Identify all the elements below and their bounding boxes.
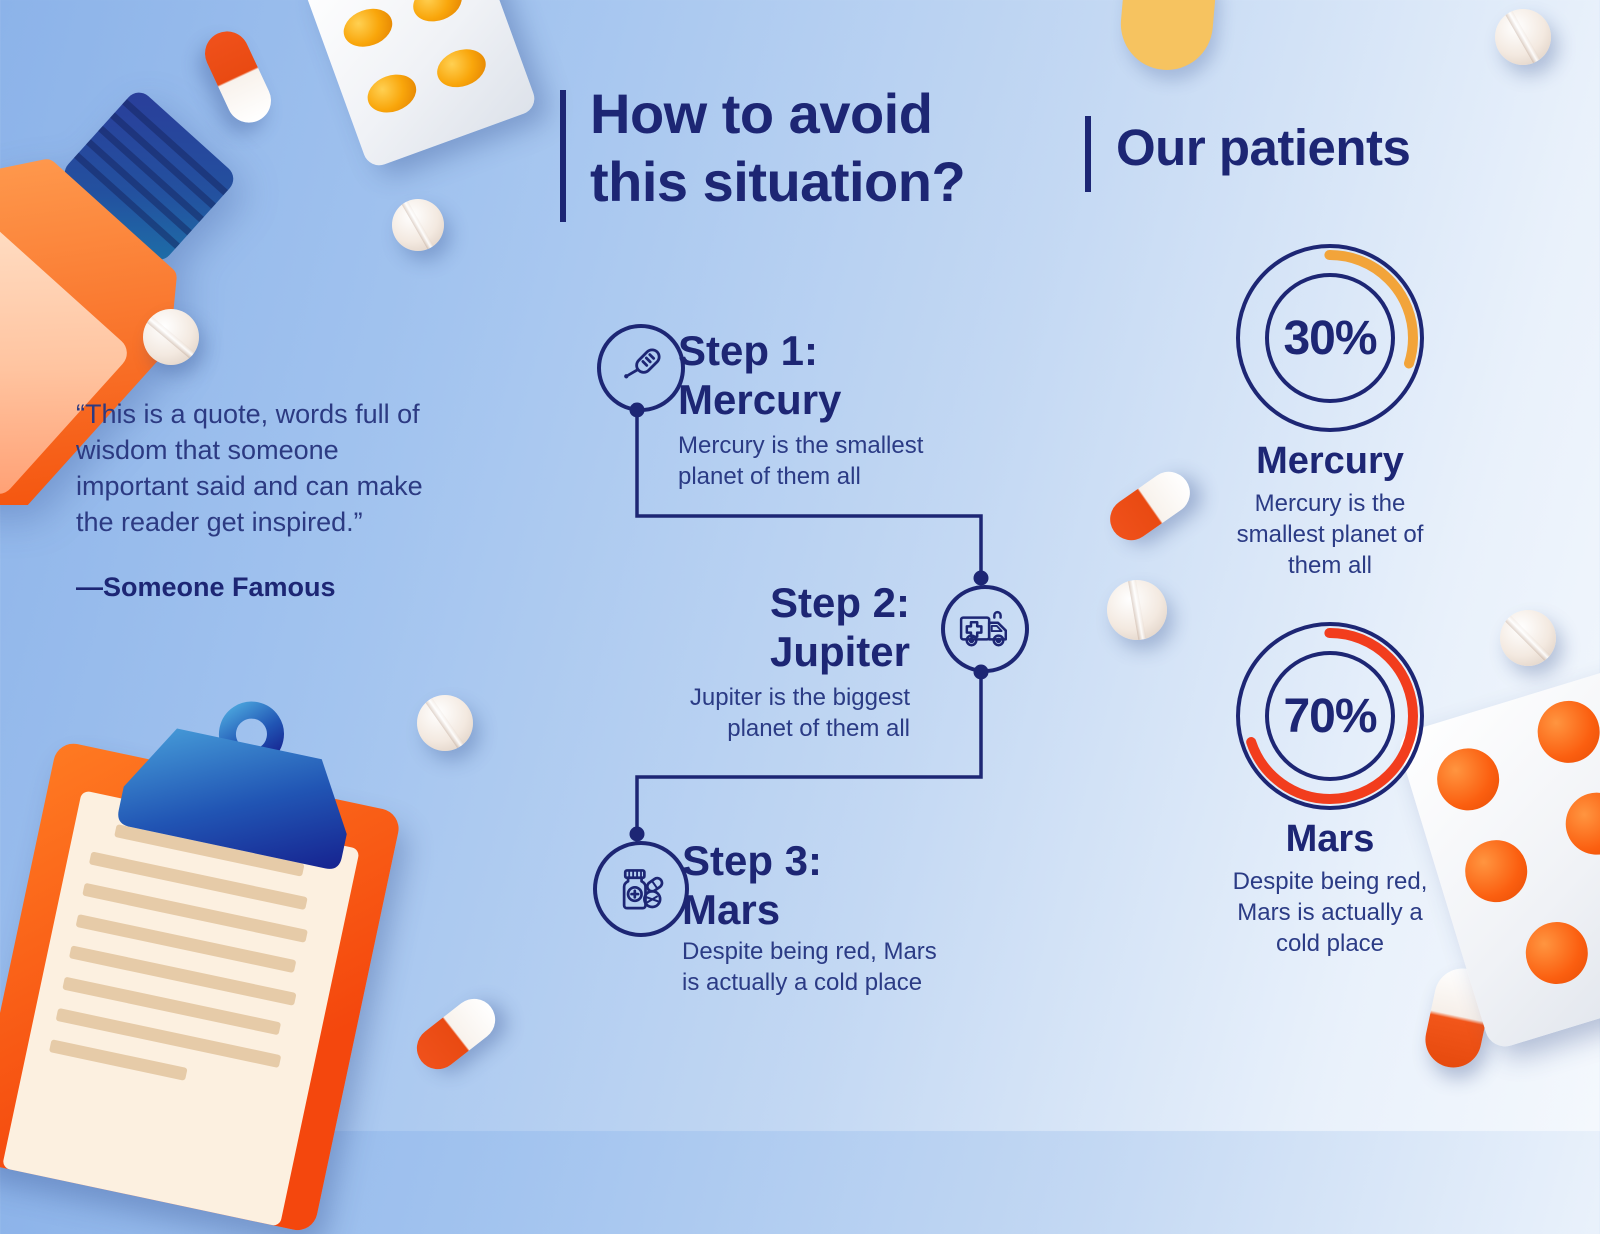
blister-pill	[407, 0, 468, 28]
blister-pill	[362, 68, 422, 120]
stat-mercury: 30% Mercury Mercury is the smallest plan…	[1205, 238, 1455, 581]
pill-score-line	[1126, 580, 1148, 640]
progress-ring	[1236, 244, 1424, 432]
patients-section-title: Our patients	[1116, 119, 1411, 176]
stat-mercury-description: Mercury is the smallest planet of them a…	[1236, 490, 1424, 579]
stat-mars-name: Mars	[1285, 818, 1375, 860]
stat-mars: 70% Mars Despite being red, Mars is actu…	[1205, 616, 1455, 959]
stat-mercury-percent: 30%	[1283, 311, 1377, 365]
thermometer-icon	[624, 348, 661, 379]
step-2-title: Step 2: Jupiter	[550, 578, 910, 676]
step-3-icon-circle	[593, 841, 689, 937]
step-2-icon-circle	[941, 585, 1029, 673]
stat-mercury-ring: 30%	[1230, 238, 1430, 438]
tablet-pill-illustration	[1500, 610, 1556, 666]
bottle-body	[0, 159, 177, 505]
quote-text: “This is a quote, words full of	[76, 399, 420, 429]
quote-text: the reader get inspired.”	[76, 507, 363, 537]
blister-pill	[1518, 914, 1596, 992]
step-1-description: Mercury is the smallest planet of them a…	[678, 432, 924, 490]
blister-pill	[338, 2, 398, 54]
stat-mars-description: Despite being red, Mars is actually a co…	[1232, 868, 1428, 957]
steps-title-bar	[560, 90, 566, 222]
quote-text: wisdom that someone	[76, 435, 339, 465]
yellow-capsule-illustration	[1117, 0, 1219, 74]
quote-author: —Someone Famous	[76, 572, 336, 602]
steps-title-line1: How to avoid	[590, 82, 933, 145]
blister-pill	[1529, 693, 1600, 771]
step-3-label: Step 3:	[682, 837, 823, 884]
clipboard-clip	[118, 701, 347, 869]
step-3-title: Step 3: Mars	[682, 836, 822, 934]
blister-pill	[1558, 784, 1600, 863]
ambulance-icon	[959, 611, 1008, 647]
steps-section-title: How to avoid this situation?	[590, 80, 966, 216]
pill-score-line	[1501, 9, 1545, 65]
paper-line	[48, 1039, 188, 1081]
step-1-title: Step 1: Mercury	[678, 326, 841, 424]
patients-title-bar	[1085, 116, 1091, 192]
progress-arc	[1242, 628, 1418, 804]
tablet-pill-illustration	[1107, 580, 1167, 640]
step-2-label: Step 2:	[769, 579, 910, 626]
step-1-label: Step 1:	[678, 327, 819, 374]
step-2-description: Jupiter is the biggest planet of them al…	[689, 684, 910, 742]
capsule-illustration	[408, 990, 504, 1078]
medicine-icon	[622, 869, 664, 910]
pill-score-line	[143, 311, 199, 364]
clipboard-illustration	[0, 701, 403, 1234]
tablet-pill-illustration	[143, 309, 199, 365]
step-3-name: Mars	[682, 886, 781, 933]
step-3-description: Despite being red, Mars is actually a co…	[682, 938, 937, 996]
stat-mars-percent: 70%	[1283, 689, 1377, 743]
bottle-label	[0, 216, 127, 494]
step-1-icon-circle	[597, 324, 685, 412]
pill-score-line	[397, 199, 439, 251]
blister-pill	[1457, 832, 1535, 910]
step-1-name: Mercury	[678, 376, 842, 423]
pill-score-line	[1500, 610, 1556, 666]
progress-arc	[1242, 250, 1418, 426]
tablet-pill-illustration	[1495, 9, 1551, 65]
quote-text: important said and can make	[76, 471, 423, 501]
capsule-illustration	[1101, 463, 1199, 549]
blister-pill	[431, 42, 492, 94]
steps-title-line2: this situation?	[590, 150, 966, 213]
blister-pack-top-illustration	[301, 0, 539, 170]
stat-mercury-name: Mercury	[1256, 440, 1404, 482]
tablet-pill-illustration	[417, 695, 473, 751]
tablet-pill-illustration	[392, 199, 444, 251]
pill-score-line	[420, 695, 470, 751]
step-2-name: Jupiter	[769, 628, 910, 675]
progress-ring	[1236, 622, 1424, 810]
pill-bottle-illustration	[0, 92, 234, 505]
stat-mars-ring: 70%	[1230, 616, 1430, 816]
quote-block: “This is a quote, words full of wisdom t…	[76, 396, 506, 603]
